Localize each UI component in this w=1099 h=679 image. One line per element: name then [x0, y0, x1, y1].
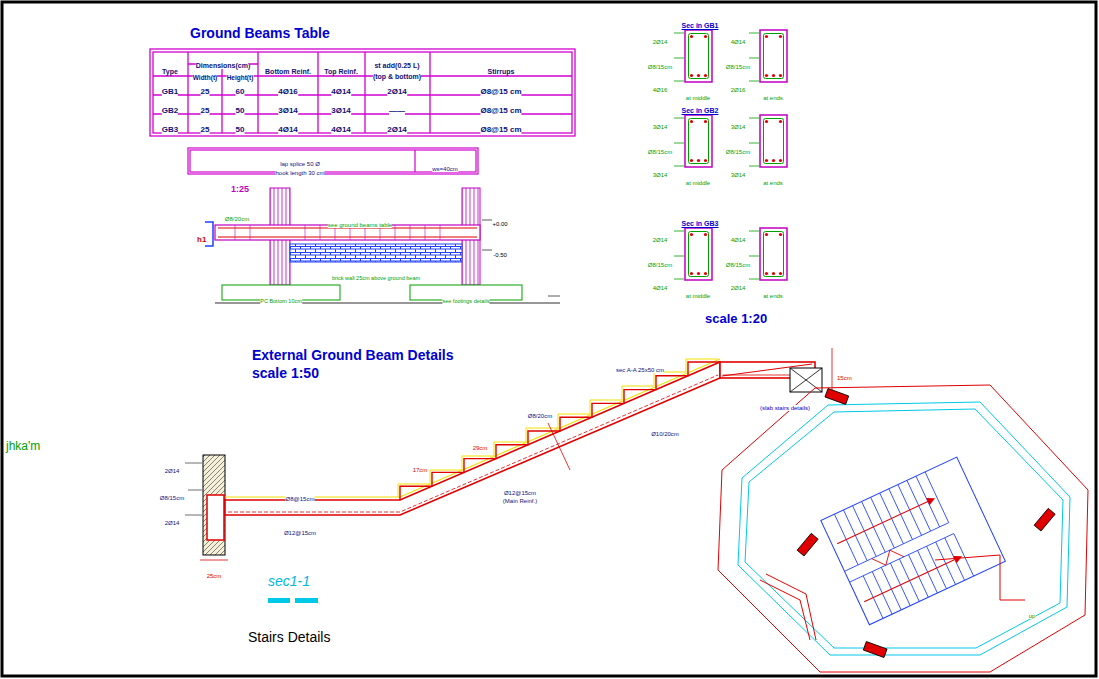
drawing-label: 1:25 [231, 184, 249, 194]
drawing-label: Sec in GB1 [682, 22, 719, 29]
drawing-label: 60 [236, 87, 245, 96]
drawing-label: 3Ø14 [653, 172, 668, 178]
drawing-label: 25 [201, 106, 210, 115]
drawing-label: 2Ø16 [731, 87, 746, 93]
drawing-label: 2Ø14 [653, 237, 668, 243]
drawing-label: Ø8@15cm [286, 496, 315, 502]
drawing-label: Sec in GB3 [682, 220, 719, 227]
drawing-label: —— [389, 106, 405, 115]
drawing-label: 15cm [837, 375, 852, 381]
drawing-label: 25 [201, 125, 210, 134]
drawing-label: 4Ø14 [331, 125, 351, 134]
drawing-label: GB2 [162, 106, 178, 115]
drawing-label: Width(t) [193, 74, 217, 81]
drawing-label: 50 [236, 106, 245, 115]
drawing-label: lap splice 50 Ø [280, 161, 320, 167]
drawing-label: Ø8/20cm [528, 413, 552, 419]
drawing-label: Stairs Details [248, 629, 330, 645]
drawing-label: scale 1:20 [705, 311, 767, 326]
drawing-label: Ø10/20cm [651, 431, 679, 437]
drawing-label: 25cm [207, 573, 222, 579]
drawing-label: 4Ø14 [731, 39, 746, 45]
drawing-label: up [1029, 613, 1036, 619]
drawing-label: 17cm [413, 467, 428, 473]
drawing-label: PC Bottom 10cm [260, 298, 302, 304]
drawing-label: +0.00 [492, 221, 507, 227]
drawing-label: 4Ø16 [653, 87, 668, 93]
drawing-label: Stirrups [488, 68, 515, 75]
drawing-label: 4Ø14 [278, 125, 298, 134]
drawing-label: Bottom Reinf. [265, 68, 311, 75]
drawing-label: 2Ø14 [165, 468, 180, 474]
drawing-label: scale 1:50 [252, 365, 319, 381]
drawing-label: Ø8/15cm [726, 262, 750, 268]
drawing-label: h1 [197, 235, 206, 244]
drawing-label: 29cm [473, 445, 488, 451]
drawing-label: Ø8/15cm [648, 262, 672, 268]
drawing-label: see ground beams table [328, 222, 392, 228]
drawing-label: Ø8/20cm [225, 216, 249, 222]
drawing-label: 3Ø14 [731, 124, 746, 130]
drawing-label: (top & bottom) [373, 73, 421, 80]
drawing-label: 4Ø14 [653, 285, 668, 291]
drawing-label: External Ground Beam Details [252, 347, 454, 363]
drawing-label: Dimensions(cm) [196, 62, 250, 69]
drawing-label: at middle [686, 293, 710, 299]
drawing-label: 25 [201, 87, 210, 96]
drawing-label: Ø12@15cm [504, 490, 536, 496]
drawing-label: at ends [763, 180, 783, 186]
drawing-label: at middle [686, 95, 710, 101]
drawing-label: 4Ø16 [278, 87, 298, 96]
drawing-label: GB1 [162, 87, 178, 96]
drawing-label: 2Ø14 [165, 520, 180, 526]
drawing-label: jhka'm [6, 439, 40, 453]
drawing-label: 4Ø14 [331, 87, 351, 96]
drawing-label: Ø12@15cm [284, 530, 316, 536]
drawing-label: 2Ø14 [731, 285, 746, 291]
drawing-label: hook length 30 cm [275, 170, 324, 176]
drawing-label: Height(t) [227, 74, 254, 81]
drawing-label: at middle [686, 180, 710, 186]
drawing-label: Ø8/15cm [726, 149, 750, 155]
drawing-label: at ends [763, 293, 783, 299]
drawing-label: sec1-1 [268, 573, 310, 589]
drawing-label: Ø8/15cm [160, 495, 184, 501]
drawing-label: Ø8@15 cm [480, 125, 521, 134]
drawing-label: 2Ø14 [387, 87, 407, 96]
drawing-label: 3Ø14 [731, 172, 746, 178]
drawing-label: 3Ø14 [331, 106, 351, 115]
drawing-label: Sec in GB2 [682, 107, 719, 114]
drawing-label: Ø8@15 cm [480, 106, 521, 115]
drawing-label: see footings details [442, 298, 489, 304]
drawing-label: -0.50 [493, 252, 507, 258]
drawing-label: 50 [236, 125, 245, 134]
drawing-label: 4Ø14 [731, 237, 746, 243]
drawing-label: GB3 [162, 125, 178, 134]
drawing-label: brick wall 25cm above ground beam [332, 275, 420, 281]
drawing-label: (Main Reinf.) [503, 498, 537, 504]
drawing-label: Ground Beams Table [190, 25, 330, 41]
drawing-label: Type [162, 68, 178, 75]
drawing-label: 2Ø14 [653, 39, 668, 45]
drawing-label: ws=40cm [432, 166, 458, 172]
drawing-label: Top Reinf. [324, 68, 358, 75]
drawing-label: Ø8@15 cm [480, 87, 521, 96]
drawing-label: 2Ø14 [387, 125, 407, 134]
drawing-label: 3Ø14 [653, 124, 668, 130]
drawing-label: Ø8/15cm [648, 64, 672, 70]
drawing-label: 3Ø14 [278, 106, 298, 115]
drawing-label: Ø8/15cm [648, 149, 672, 155]
drawing-label: Ø8/15cm [726, 64, 750, 70]
drawing-label: at ends [763, 95, 783, 101]
drawing-label: sec A-A 25x50 cm [616, 367, 664, 373]
drawing-label: st add(0.25 L) [374, 62, 419, 69]
drawing-label: (slab stairs details) [760, 405, 810, 411]
